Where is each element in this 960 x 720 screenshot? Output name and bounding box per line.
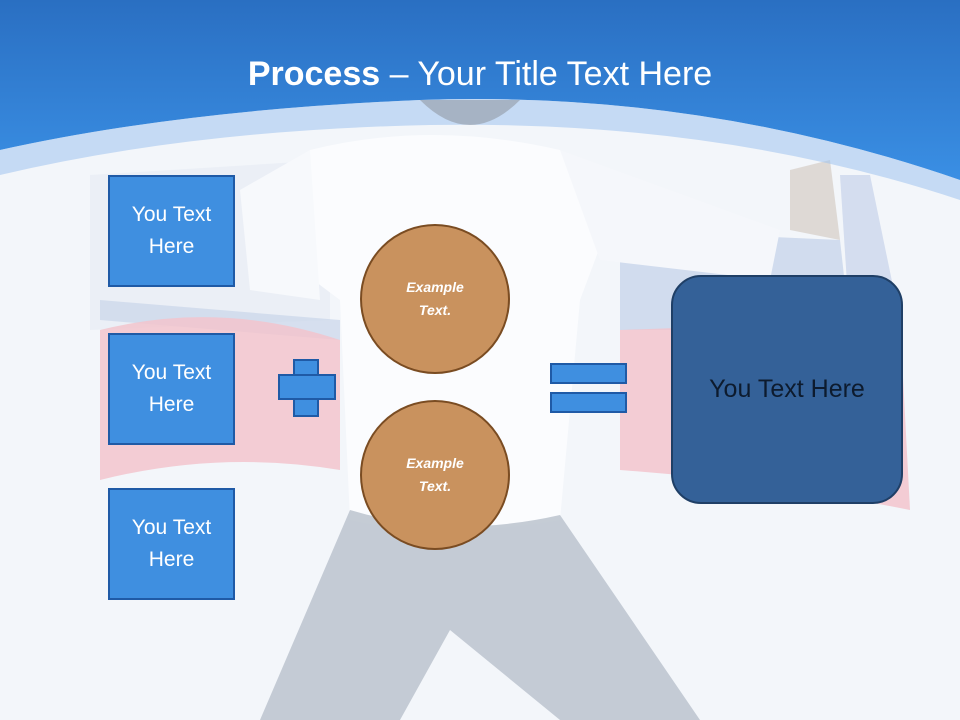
example-circle-1-line1: Example (406, 279, 464, 295)
equals-icon-bottom-bar (550, 392, 627, 413)
example-circle-1-line2: Text. (418, 302, 452, 318)
equals-icon-top-bar (550, 363, 627, 384)
slide-title: Process – Your Title Text Here (0, 52, 960, 96)
input-box-1[interactable]: You Text Here (108, 175, 235, 287)
input-box-1-line1: You Text (131, 203, 212, 226)
result-text: You Text Here (709, 375, 865, 403)
input-box-1-line2: Here (148, 235, 195, 258)
title-bold: Process (247, 55, 381, 93)
example-circle-2-line1: Example (406, 455, 464, 471)
input-box-2-line2: Here (148, 393, 195, 416)
example-circle-2-line2: Text. (418, 478, 452, 494)
input-box-2[interactable]: You Text Here (108, 333, 235, 445)
result-box[interactable]: You Text Here (671, 275, 903, 504)
title-rest: – Your Title Text Here (380, 55, 713, 93)
input-box-3-line2: Here (148, 548, 195, 571)
example-circle-1[interactable]: Example Text. (360, 224, 510, 374)
input-box-3-line1: You Text (131, 516, 212, 539)
plus-icon-center (295, 376, 317, 398)
example-circle-2[interactable]: Example Text. (360, 400, 510, 550)
input-box-2-line1: You Text (131, 361, 212, 384)
input-box-3[interactable]: You Text Here (108, 488, 235, 600)
